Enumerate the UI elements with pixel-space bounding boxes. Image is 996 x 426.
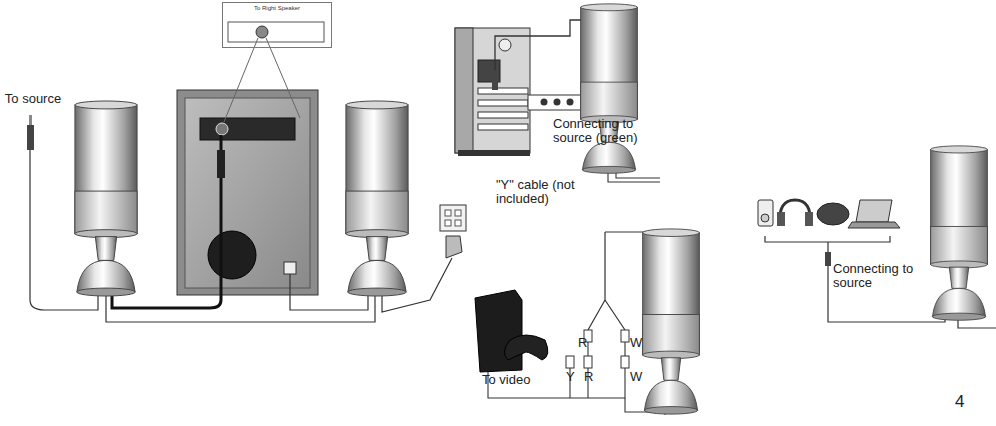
system-setup: [27, 22, 466, 322]
label-text: R: [578, 336, 590, 350]
label-text: Connecting to source (green): [553, 117, 645, 145]
label-text: "Y" cable (not included): [496, 178, 596, 206]
label-text: Y: [566, 370, 578, 384]
label-text: W: [630, 370, 644, 384]
callout-box: To Right Speaker: [222, 2, 332, 48]
label-text: R: [584, 370, 596, 384]
label-text: W: [630, 336, 644, 350]
portable-setup: [758, 146, 996, 328]
label-text: Connecting to source: [833, 262, 923, 290]
label-text: To source: [4, 92, 62, 106]
callout-text: To Right Speaker: [223, 3, 331, 12]
computer-setup: [455, 4, 660, 182]
label-text: 4: [955, 392, 975, 411]
label-text: To video: [482, 373, 552, 387]
console-setup: [475, 229, 699, 415]
